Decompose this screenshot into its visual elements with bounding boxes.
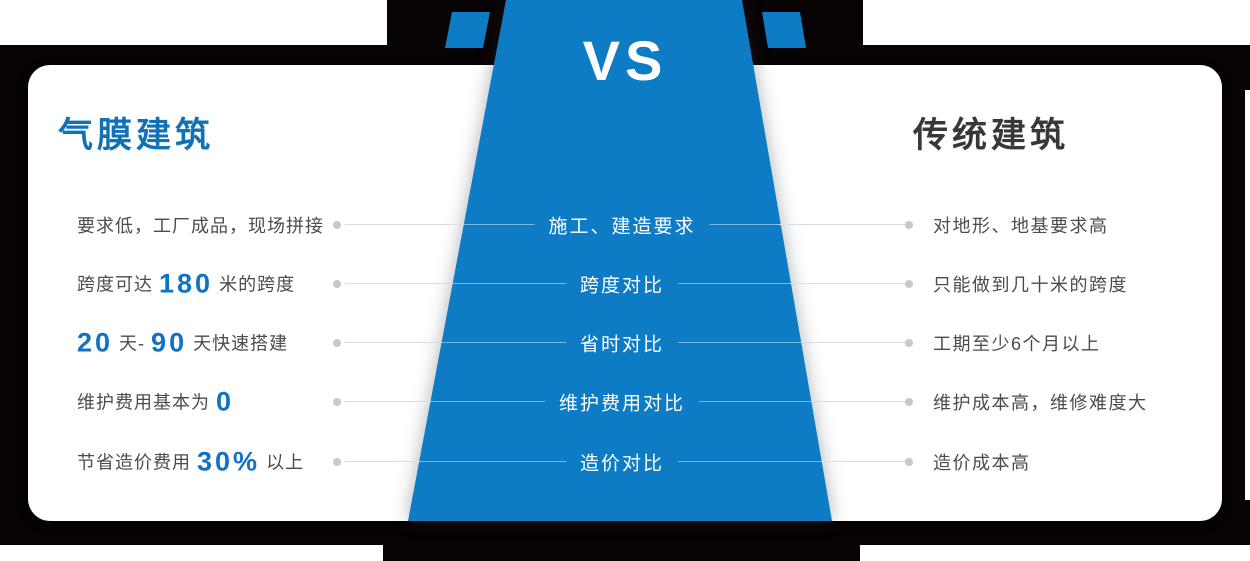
highlight-number: 20 <box>77 327 114 358</box>
center-category-label: 跨度对比 <box>565 268 679 300</box>
text-segment: 以上 <box>260 452 305 473</box>
left-item-text: 维护费用基本为 0 <box>77 386 235 417</box>
center-category-label: 造价对比 <box>565 446 679 478</box>
highlight-number: 30% <box>197 446 261 477</box>
black-right-wedge <box>1245 45 1250 83</box>
vs-heading: VS <box>582 29 668 92</box>
connector-dot-left <box>333 338 341 347</box>
right-item-text: 工期至少6个月以上 <box>933 330 1101 356</box>
text-segment: 造价成本高 <box>933 453 1031 473</box>
vs-trapezoid-wrap <box>400 0 840 521</box>
center-category-label: 维护费用对比 <box>544 386 700 418</box>
right-item-text: 只能做到几十米的跨度 <box>933 271 1128 297</box>
right-column-title: 传统建筑 <box>913 116 1070 155</box>
text-segment: 天- <box>113 333 152 354</box>
text-segment: 维护费用基本为 <box>77 392 217 413</box>
text-segment: 对地形、地基要求高 <box>933 216 1109 236</box>
text-segment: 天快速搭建 <box>187 333 289 354</box>
text-segment: 只能做到几十米的跨度 <box>933 275 1128 295</box>
text-segment: 维护成本高，维修难度大 <box>933 393 1148 413</box>
center-category-label: 省时对比 <box>565 327 679 359</box>
connector-dot-right <box>905 457 913 466</box>
connector-dot-right <box>905 338 913 347</box>
connector-dot-left <box>333 279 341 288</box>
connector-dot-left <box>333 220 341 229</box>
center-category-label: 施工、建造要求 <box>534 209 710 241</box>
right-slash-accent <box>762 12 806 48</box>
connector-dot-right <box>905 220 913 229</box>
text-segment: 要求低，工厂成品，现场拼接 <box>77 216 324 236</box>
text-segment: 跨度可达 <box>77 274 160 295</box>
connector-dot-right <box>905 279 913 288</box>
right-item-text: 造价成本高 <box>933 449 1031 475</box>
left-item-text: 20 天- 90 天快速搭建 <box>77 327 289 358</box>
left-item-text: 节省造价费用 30% 以上 <box>77 446 305 477</box>
left-column-title: 气膜建筑 <box>58 116 215 155</box>
highlight-number: 90 <box>151 327 188 358</box>
left-slash-accent <box>445 12 490 48</box>
highlight-number: 0 <box>216 386 235 417</box>
connector-dot-right <box>905 397 913 406</box>
connector-dot-left <box>333 457 341 466</box>
connector-dot-left <box>333 397 341 406</box>
highlight-number: 180 <box>159 268 214 299</box>
right-item-text: 维护成本高，维修难度大 <box>933 389 1148 415</box>
text-segment: 节省造价费用 <box>77 452 198 473</box>
text-segment: 米的跨度 <box>213 274 296 295</box>
left-item-text: 要求低，工厂成品，现场拼接 <box>77 212 324 238</box>
right-item-text: 对地形、地基要求高 <box>933 212 1109 238</box>
black-bottom-center-block <box>383 521 860 561</box>
text-segment: 工期至少6个月以上 <box>933 334 1101 354</box>
left-item-text: 跨度可达 180 米的跨度 <box>77 268 296 299</box>
